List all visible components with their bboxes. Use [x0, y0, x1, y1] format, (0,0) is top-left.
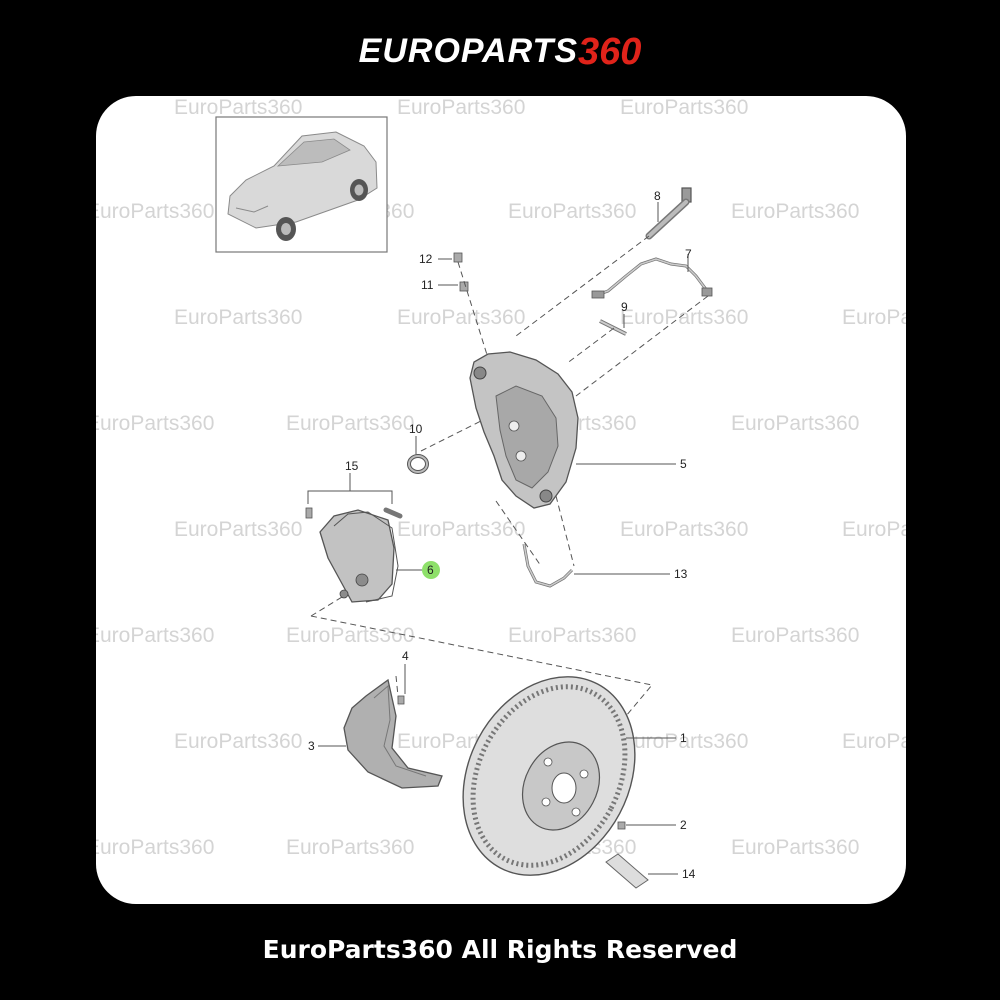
- watermark: EuroParts360: [96, 200, 214, 223]
- watermark: EuroParts360: [397, 518, 525, 541]
- watermark: EuroParts360: [286, 836, 414, 859]
- watermark: EuroParts360: [96, 836, 214, 859]
- watermark: EuroParts360: [731, 412, 859, 435]
- callout-13: 13: [674, 567, 688, 581]
- watermark: EuroParts360: [842, 306, 906, 329]
- callout-15: 15: [345, 459, 359, 473]
- watermark: EuroParts360: [96, 412, 214, 435]
- brake-line-part: [522, 543, 574, 588]
- vehicle-thumbnail: [215, 116, 388, 253]
- brake-pad-part: [319, 509, 399, 603]
- watermark: EuroParts360: [508, 200, 636, 223]
- watermark: EuroParts360: [397, 306, 525, 329]
- watermark: EuroParts360: [286, 624, 414, 647]
- brake-caliper-part: [469, 351, 579, 509]
- watermark: EuroParts360: [174, 306, 302, 329]
- watermark: EuroParts360: [620, 730, 748, 753]
- callout-6-highlight: [422, 561, 440, 579]
- watermark: EuroParts360: [620, 96, 748, 119]
- callout-10: 10: [409, 422, 423, 436]
- brake-rotor-part: [462, 676, 636, 876]
- callout-1: 1: [680, 731, 687, 745]
- watermark: EuroParts360: [174, 96, 302, 119]
- diagram-panel: EuroParts360 EuroParts360 EuroParts360 E…: [96, 96, 906, 904]
- seal-ring-part: [407, 454, 429, 474]
- pad-hardware-part: [305, 473, 403, 519]
- watermark: EuroParts360: [731, 200, 859, 223]
- watermark: EuroParts360: [286, 412, 414, 435]
- brake-exploded-diagram: EuroParts360 EuroParts360 EuroParts360 E…: [96, 96, 906, 889]
- watermark: EuroParts360: [842, 730, 906, 753]
- callout-9: 9: [621, 300, 628, 314]
- watermark: EuroParts360: [620, 518, 748, 541]
- watermark: EuroParts360: [731, 624, 859, 647]
- europarts360-logo: EUROPARTS 360: [359, 31, 642, 73]
- callout-6: 6: [427, 563, 434, 577]
- watermark: EuroParts360: [96, 624, 214, 647]
- watermark: EuroParts360: [174, 730, 302, 753]
- callout-8: 8: [654, 189, 661, 203]
- watermark: EuroParts360: [397, 96, 525, 119]
- watermark: EuroParts360: [174, 518, 302, 541]
- suv-icon: [227, 131, 378, 241]
- watermark: EuroParts360: [620, 306, 748, 329]
- dust-shield-part: [343, 678, 443, 789]
- clip-part: [599, 319, 627, 336]
- callout-11: 11: [421, 278, 434, 292]
- logo-word: EUROPARTS: [359, 32, 578, 70]
- callout-4: 4: [402, 649, 409, 663]
- watermark: EuroParts360: [842, 518, 906, 541]
- wear-sensor-part: [591, 257, 713, 299]
- copyright-footer: EuroParts360 All Rights Reserved: [262, 935, 738, 964]
- bolt-part: [645, 187, 692, 240]
- callout-3: 3: [308, 739, 315, 753]
- callout-12: 12: [419, 252, 433, 266]
- callout-7: 7: [685, 247, 692, 261]
- rotor-screw-part: [617, 821, 626, 830]
- callout-14: 14: [682, 867, 696, 881]
- watermark: EuroParts360: [731, 836, 859, 859]
- watermark: EuroParts360: [508, 624, 636, 647]
- callout-5: 5: [680, 457, 687, 471]
- logo-number: 360: [578, 31, 641, 73]
- shield-screw-part: [397, 695, 405, 705]
- callout-2: 2: [680, 818, 687, 832]
- sleeve-part: [605, 853, 649, 889]
